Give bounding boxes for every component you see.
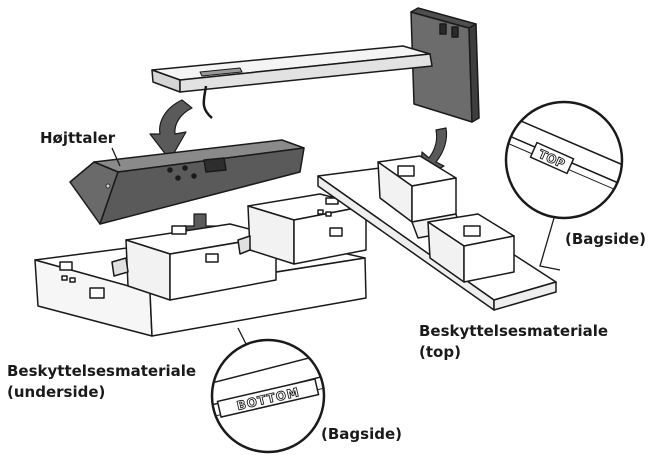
bottom-foam-slot xyxy=(237,235,251,255)
stamp-top-box xyxy=(529,141,575,175)
bracket-arm-slot xyxy=(199,67,243,77)
top-foam-base-side xyxy=(493,281,557,311)
bottom-foam-hole xyxy=(325,211,332,217)
label-bottom-material-line1: Beskyttelsesmateriale xyxy=(7,362,197,380)
leader-top-backside xyxy=(539,217,561,271)
bottom-foam-hole xyxy=(171,225,187,235)
speaker-screw xyxy=(175,175,181,181)
top-foam-hole xyxy=(397,165,415,177)
top-protective-material xyxy=(317,155,557,311)
top-foam-hole xyxy=(463,225,481,237)
label-top-material-line1: Beskyttelsesmateriale xyxy=(419,322,609,340)
bracket-wall-plate-edge xyxy=(468,23,480,123)
speaker-screw xyxy=(182,165,188,171)
bracket-arm-side xyxy=(179,53,433,93)
speaker-screw xyxy=(167,167,173,173)
label-speaker: Højttaler xyxy=(40,129,116,147)
bottom-foam-hole xyxy=(61,275,68,281)
bottom-foam-slot xyxy=(111,257,129,277)
speaker-led xyxy=(105,183,111,189)
bracket-knob xyxy=(451,26,459,38)
bottom-foam-base-side xyxy=(149,257,367,337)
callout-bottom: BOTTOM xyxy=(210,338,326,454)
label-bottom-material-line2: (underside) xyxy=(7,383,106,401)
bottom-foam-hole xyxy=(317,209,324,215)
speaker-screw xyxy=(191,173,197,179)
bottom-foam-hole xyxy=(329,227,343,237)
speaker-connector xyxy=(203,157,227,173)
speaker-side xyxy=(99,147,305,225)
wall-bracket xyxy=(151,7,480,123)
leader-speaker xyxy=(111,147,121,167)
speaker xyxy=(69,139,305,225)
label-top-material-line2: (top) xyxy=(419,343,461,361)
stamp-bottom-box xyxy=(216,378,320,418)
bottom-protective-material xyxy=(34,193,367,337)
label-bottom-backside: (Bagside) xyxy=(321,425,402,443)
bottom-foam-hole xyxy=(69,277,76,283)
arrow-bracket-to-speaker xyxy=(149,99,193,161)
bottom-foam-hole xyxy=(205,253,219,263)
label-top-backside: (Bagside) xyxy=(565,230,646,248)
bottom-foam-hole xyxy=(59,261,73,271)
bottom-foam-hole xyxy=(89,287,105,299)
bracket-knob xyxy=(439,23,447,35)
callout-top: TOP xyxy=(504,100,624,220)
top-foam-block2-side xyxy=(463,235,515,283)
bracket-cable xyxy=(202,85,213,119)
